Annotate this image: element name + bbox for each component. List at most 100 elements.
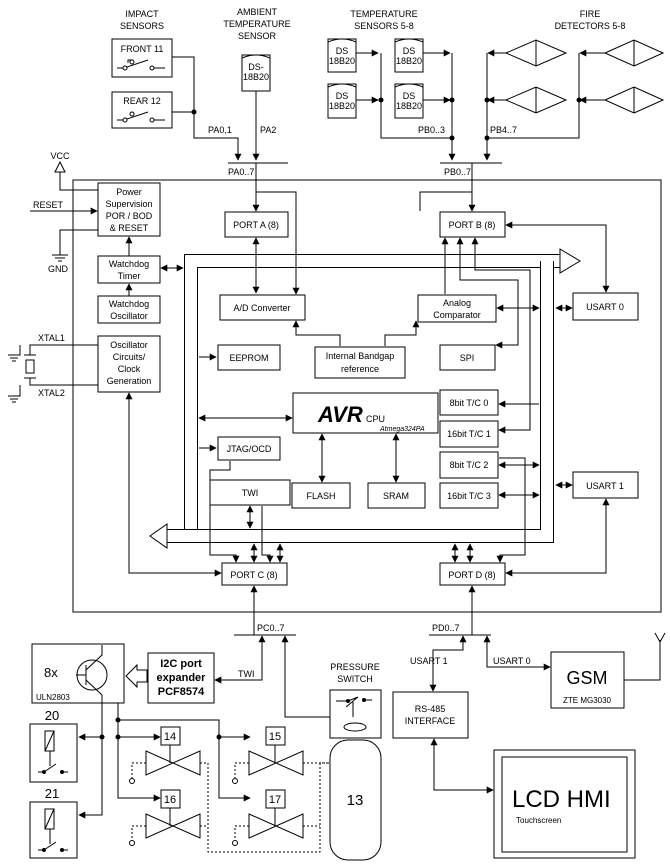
svg-text:16: 16: [164, 794, 176, 806]
svg-text:PORT D (8): PORT D (8): [448, 570, 495, 580]
valve-17: 17: [248, 789, 304, 839]
pb47-label: PB4..7: [490, 125, 517, 135]
fire-detector: [504, 39, 568, 67]
svg-text:DS: DS: [403, 46, 416, 56]
temperature-sensors-label: TEMPERATURE SENSORS 5-8: [350, 9, 417, 31]
port-c-block: PORT C (8): [221, 562, 288, 586]
svg-text:FLASH: FLASH: [306, 491, 335, 501]
ground-icon: [52, 229, 98, 262]
svg-text:SENSOR: SENSOR: [238, 31, 277, 41]
svg-text:18B20: 18B20: [243, 72, 269, 82]
crystal-icon: [25, 359, 35, 374]
svg-text:16bit T/C 1: 16bit T/C 1: [447, 429, 491, 439]
vcc-icon: [54, 160, 66, 173]
antenna-icon: [624, 632, 666, 681]
tc0-block: 8bit T/C 0: [439, 389, 499, 416]
svg-text:CPU: CPU: [366, 414, 385, 424]
svg-text:8bit T/C 2: 8bit T/C 2: [450, 460, 489, 470]
pressure-switch: [329, 689, 382, 739]
pressure-switch-label: PRESSURE: [330, 662, 380, 672]
svg-text:TEMPERATURE: TEMPERATURE: [223, 19, 290, 29]
valve-16: 16: [145, 789, 201, 839]
svg-text:DETECTORS 5-8: DETECTORS 5-8: [555, 21, 626, 31]
hollow-arrow-icon: [125, 663, 148, 689]
svg-text:AMBIENT: AMBIENT: [237, 7, 278, 17]
pa-bus-label: PA0..7: [228, 167, 254, 177]
svg-text:ZTE MG3030: ZTE MG3030: [563, 696, 612, 705]
valve-14: 14: [145, 726, 201, 776]
svg-text:AVR: AVR: [317, 402, 363, 427]
svg-text:SRAM: SRAM: [383, 491, 409, 501]
svg-text:PCF8574: PCF8574: [158, 686, 205, 698]
pc-bus-label: PC0..7: [257, 623, 285, 633]
svg-text:FIRE: FIRE: [580, 9, 601, 19]
watchdog-timer-block: Watchdog Timer: [97, 255, 161, 284]
usart1-block: USART 1: [572, 471, 639, 499]
svg-text:TEMPERATURE: TEMPERATURE: [350, 9, 417, 19]
svg-text:Touchscreen: Touchscreen: [516, 816, 561, 825]
usart0-block: USART 0: [572, 292, 639, 321]
svg-text:DS: DS: [336, 91, 349, 101]
svg-text:REAR 12: REAR 12: [123, 96, 161, 106]
svg-text:Supervision: Supervision: [105, 199, 152, 209]
svg-text:SPI: SPI: [460, 353, 475, 363]
sram-block: SRAM: [367, 482, 426, 509]
oscillator-block: Oscillator Circuits/ Clock Generation: [97, 335, 161, 393]
svg-text:18B20: 18B20: [396, 101, 422, 111]
transistor-icon: [76, 645, 103, 703]
svg-text:8x: 8x: [44, 665, 58, 680]
svg-text:16bit T/C 3: 16bit T/C 3: [447, 491, 491, 501]
svg-text:Oscillator: Oscillator: [110, 311, 148, 321]
svg-text:14: 14: [164, 731, 176, 743]
svg-text:JTAG/OCD: JTAG/OCD: [227, 444, 272, 454]
svg-text:POR / BOD: POR / BOD: [106, 211, 153, 221]
svg-text:Analog: Analog: [443, 298, 471, 308]
power-supervision-block: Power Supervision POR / BOD & RESET: [97, 182, 161, 237]
svg-text:Internal Bandgap: Internal Bandgap: [326, 351, 395, 361]
lcd-hmi: LCD HMI Touchscreen: [493, 749, 636, 859]
usart1-line-label: USART 1: [410, 656, 448, 666]
relay-21-label: 21: [45, 786, 59, 801]
piping-dotted: [129, 762, 330, 853]
junction-dot: [191, 109, 197, 115]
tc1-block: 16bit T/C 1: [439, 420, 499, 448]
usart0-line-label: USART 0: [493, 656, 531, 666]
fire-detector: [603, 39, 665, 67]
svg-text:Power: Power: [116, 187, 142, 197]
svg-text:18B20: 18B20: [396, 56, 422, 66]
spi-block: SPI: [439, 344, 496, 371]
rs485-interface: RS-485 INTERFACE: [392, 691, 469, 739]
svg-text:USART 0: USART 0: [586, 302, 624, 312]
svg-text:LCD HMI: LCD HMI: [512, 786, 611, 813]
xtal-lines: [24, 344, 98, 386]
svg-text:Comparator: Comparator: [433, 310, 481, 320]
uln2803-driver: 8x ULN2803: [31, 643, 125, 704]
valve-15: 15: [248, 726, 304, 776]
adc-block: A/D Converter: [219, 294, 306, 321]
svg-text:PORT B (8): PORT B (8): [449, 220, 496, 230]
svg-text:SENSORS: SENSORS: [120, 21, 164, 31]
twi-line-label: TWI: [238, 669, 255, 679]
port-d-block: PORT D (8): [439, 562, 506, 586]
reset-label: RESET: [33, 200, 64, 210]
vcc-label: VCC: [50, 151, 70, 161]
svg-text:FRONT 11: FRONT 11: [121, 44, 164, 54]
analog-comparator-block: Analog Comparator: [417, 294, 497, 323]
gsm-module: GSM ZTE MG3030: [550, 651, 625, 709]
svg-text:SWITCH: SWITCH: [337, 674, 373, 684]
svg-text:GSM: GSM: [566, 668, 607, 688]
svg-text:Watchdog: Watchdog: [109, 259, 149, 269]
port-b-block: PORT B (8): [439, 211, 506, 238]
svg-text:Oscillator: Oscillator: [110, 340, 148, 350]
ground-icon: [8, 385, 21, 403]
tank: 13: [329, 739, 382, 861]
pb03-label: PB0..3: [418, 125, 445, 135]
xtal2-label: XTAL2: [38, 388, 65, 398]
svg-text:Clock: Clock: [118, 364, 141, 374]
svg-text:13: 13: [347, 792, 364, 809]
tc2-block: 8bit T/C 2: [439, 451, 499, 479]
svg-text:17: 17: [269, 794, 281, 806]
